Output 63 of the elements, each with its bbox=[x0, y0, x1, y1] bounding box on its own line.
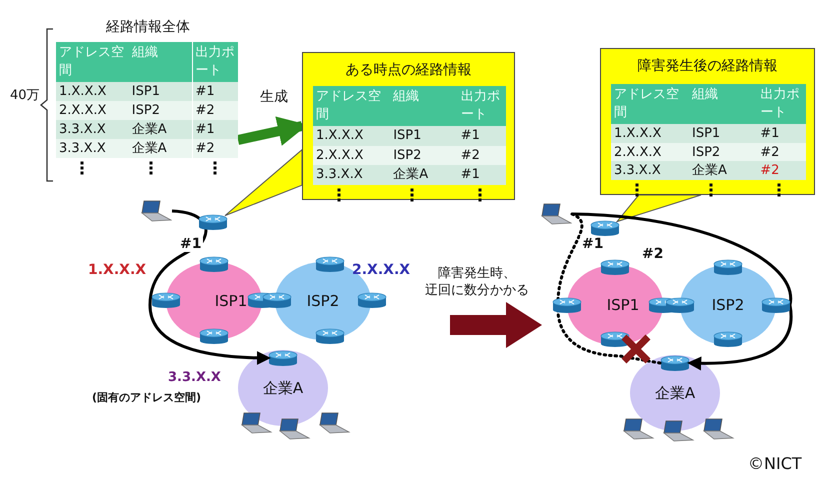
table-cell: ISP1 bbox=[390, 126, 458, 146]
header-cell: 組織 bbox=[689, 84, 758, 124]
header-cell: アドレス空間 bbox=[56, 42, 129, 82]
table-cell: 1.X.X.X bbox=[611, 124, 689, 142]
table-cell: 2.X.X.X bbox=[313, 146, 390, 165]
callout-pointer bbox=[224, 148, 302, 216]
router-icon bbox=[590, 220, 620, 236]
router-icon bbox=[198, 214, 228, 230]
table-cell: #2 bbox=[757, 161, 806, 180]
table-title: 経路情報全体 bbox=[106, 18, 190, 36]
header-cell: 組織 bbox=[128, 42, 192, 82]
table-cell: #2 bbox=[192, 101, 238, 120]
router-icon bbox=[660, 355, 690, 371]
table-cell: 3.3.X.X bbox=[56, 139, 129, 158]
header-cell: アドレス空間 bbox=[313, 86, 390, 126]
header-cell: 組織 bbox=[390, 86, 458, 126]
table-cell: 1.X.X.X bbox=[313, 126, 390, 146]
header-cell: 出力ポート bbox=[757, 84, 806, 124]
table-cell: 3.3.X.X bbox=[56, 120, 129, 139]
arrow bbox=[148, 210, 271, 365]
table-cell: 企業A bbox=[128, 120, 192, 139]
table-cell: #1 bbox=[458, 126, 506, 146]
header-cell: アドレス空間 bbox=[611, 84, 689, 124]
table-cell: ISP2 bbox=[689, 142, 758, 161]
laptop-icon bbox=[140, 200, 172, 222]
callout-title: 障害発生後の経路情報 bbox=[636, 57, 778, 75]
table-cell: 2.X.X.X bbox=[56, 101, 129, 120]
table-cell: #1 bbox=[458, 165, 506, 184]
copyright-notice: ©NICT bbox=[748, 454, 802, 473]
callout-box bbox=[302, 52, 515, 200]
address-label: (固有のアドレス空間) bbox=[92, 390, 202, 405]
table-cell: #1 bbox=[192, 120, 238, 139]
table-cell: 1.X.X.X bbox=[56, 82, 129, 101]
arrow bbox=[572, 212, 793, 370]
edge-label: 生成 bbox=[258, 88, 290, 106]
router-icon bbox=[268, 350, 298, 366]
table-cell: ISP1 bbox=[128, 82, 192, 101]
table-cell: ISP1 bbox=[689, 124, 758, 142]
header-cell: 出力ポート bbox=[458, 86, 506, 126]
callout-pointer bbox=[616, 194, 702, 223]
callout-title: ある時点の経路情報 bbox=[344, 61, 472, 79]
table-cell: #1 bbox=[757, 124, 806, 142]
table-cell: ISP2 bbox=[128, 101, 192, 120]
header-cell: 出力ポート bbox=[192, 42, 238, 82]
table-cell: 企業A bbox=[390, 165, 458, 184]
address-label: 1.X.X.X bbox=[88, 262, 146, 278]
edge-label: #1 bbox=[178, 236, 204, 252]
table-cell: 企業A bbox=[128, 139, 192, 158]
table-cell: 3.3.X.X bbox=[611, 161, 689, 180]
table-cell: #1 bbox=[192, 82, 238, 101]
address-label: 2.X.X.X bbox=[352, 262, 410, 278]
table-cell: #2 bbox=[458, 146, 506, 165]
table-cell: ISP2 bbox=[390, 146, 458, 165]
table-cell: #2 bbox=[192, 139, 238, 158]
address-label: 3.3.X.X bbox=[168, 370, 221, 385]
table-cell: 3.3.X.X bbox=[313, 165, 390, 184]
table-cell: 2.X.X.X bbox=[611, 142, 689, 161]
site-ellipse: 企業A bbox=[238, 350, 328, 426]
table-cell: #2 bbox=[757, 142, 806, 161]
count-label: 40万 bbox=[10, 87, 40, 104]
laptop-icon bbox=[540, 203, 572, 225]
table-cell: 企業A bbox=[689, 161, 758, 180]
note-text: 障害発生時、迂回に数分かかる bbox=[424, 265, 530, 299]
